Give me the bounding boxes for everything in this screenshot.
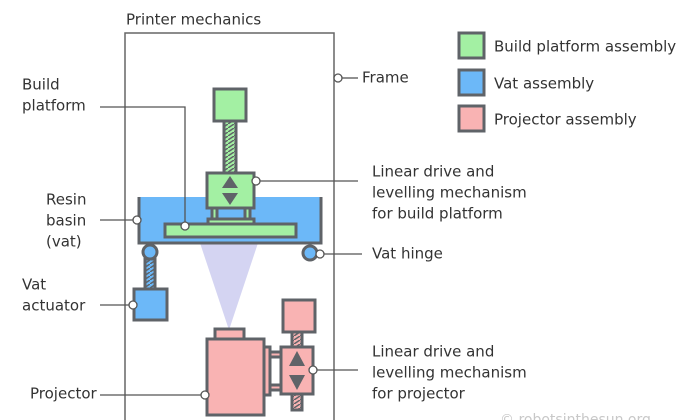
frame xyxy=(124,32,335,420)
label-vat-actuator-2: actuator xyxy=(22,297,86,315)
watermark: © robotsinthesun.org xyxy=(500,412,651,420)
label-projector: Projector xyxy=(30,385,97,403)
up-down-arrow-icon xyxy=(222,176,238,205)
label-projector-drive-3: for projector xyxy=(372,385,466,403)
projector-assembly xyxy=(205,298,317,417)
build-motor xyxy=(212,87,248,123)
legend-label-build-platform: Build platform assembly xyxy=(494,38,676,56)
projector xyxy=(205,337,266,417)
label-build-platform-2: platform xyxy=(22,97,86,115)
label-vat-hinge: Vat hinge xyxy=(372,245,443,263)
build-platform-assembly xyxy=(163,87,298,239)
label-build-drive-2: levelling mechanism xyxy=(372,184,527,202)
label-resin-basin-3: (vat) xyxy=(46,233,82,251)
vat-actuator xyxy=(132,287,169,322)
legend-label-projector: Projector assembly xyxy=(494,111,637,129)
label-frame: Frame xyxy=(362,69,409,87)
light-cone xyxy=(200,243,258,330)
label-build-drive-1: Linear drive and xyxy=(372,163,494,181)
legend-swatch-build-platform xyxy=(457,31,486,60)
build-screw xyxy=(222,119,238,175)
vat-hinge-left xyxy=(141,243,159,261)
label-projector-drive-1: Linear drive and xyxy=(372,343,494,361)
legend-swatch-vat xyxy=(457,68,486,97)
label-resin-basin-2: basin xyxy=(46,212,86,230)
label-vat-actuator-1: Vat xyxy=(22,276,46,294)
label-build-drive-3: for build platform xyxy=(372,205,503,223)
callouts xyxy=(100,73,362,400)
label-resin-basin-1: Resin xyxy=(46,191,86,209)
legend-swatch-projector xyxy=(457,104,486,133)
legend: Build platform assembly Vat assembly Pro… xyxy=(457,31,676,133)
vat-actuator-screw xyxy=(143,257,157,291)
projector-motor xyxy=(281,298,317,334)
build-platform xyxy=(163,222,298,239)
diagram-title: Printer mechanics xyxy=(126,11,261,29)
up-down-arrow-icon xyxy=(289,351,305,390)
label-build-platform-1: Build xyxy=(22,76,60,94)
vat-hinge-right xyxy=(301,244,319,262)
label-projector-drive-2: levelling mechanism xyxy=(372,364,527,382)
legend-label-vat: Vat assembly xyxy=(494,75,594,93)
